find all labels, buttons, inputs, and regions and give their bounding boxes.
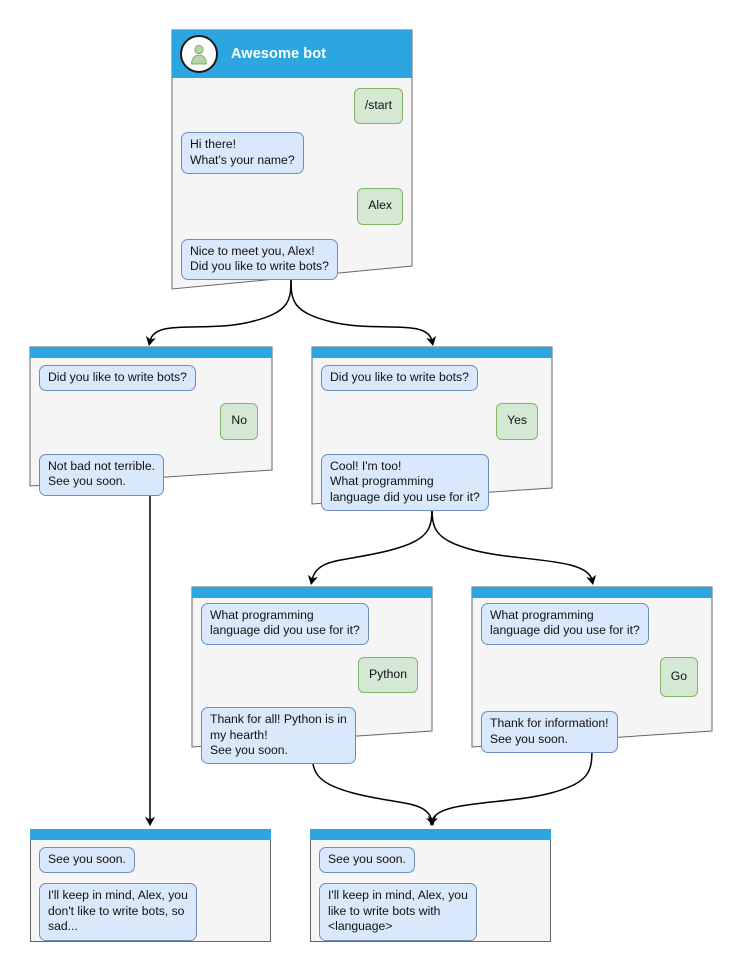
node-header [472, 587, 712, 598]
message-row: Nice to meet you, Alex! Did you like to … [181, 238, 403, 281]
message-row: What programming language did you use fo… [481, 603, 703, 645]
message-row: Go [481, 656, 703, 698]
message-row: Hi there! What's your name? [181, 132, 403, 175]
node-end-happy-messages: See you soon. I'll keep in mind, Alex, y… [310, 840, 551, 947]
node-header [310, 829, 551, 840]
message-row: Python [201, 656, 423, 694]
bot-bubble[interactable]: What programming language did you use fo… [481, 603, 649, 645]
bot-bubble[interactable]: See you soon. [39, 847, 135, 874]
node-go-branch[interactable]: What programming language did you use fo… [471, 586, 713, 754]
bot-bubble[interactable]: Did you like to write bots? [39, 365, 196, 392]
node-yes-branch[interactable]: Did you like to write bots? Yes Cool! I'… [311, 346, 553, 512]
user-bubble[interactable]: No [220, 403, 258, 440]
node-root-messages: /start Hi there! What's your name? Alex … [172, 78, 412, 286]
node-no-branch[interactable]: Did you like to write bots? No Not bad n… [29, 346, 273, 496]
user-bubble[interactable]: /start [353, 88, 403, 125]
bot-bubble[interactable]: I'll keep in mind, Alex, you like to wri… [319, 883, 477, 941]
message-row: See you soon. [319, 847, 542, 874]
node-root[interactable]: Awesome bot /start Hi there! What's your… [171, 29, 413, 290]
message-row: No [39, 403, 263, 440]
message-row: I'll keep in mind, Alex, you like to wri… [319, 883, 542, 941]
bot-bubble[interactable]: Hi there! What's your name? [181, 132, 304, 175]
user-bubble[interactable]: Yes [496, 403, 538, 440]
bot-bubble[interactable]: I'll keep in mind, Alex, you don't like … [39, 883, 197, 941]
node-python-branch[interactable]: What programming language did you use fo… [191, 586, 433, 765]
message-row: /start [181, 88, 403, 125]
message-row: What programming language did you use fo… [201, 603, 423, 645]
user-bubble[interactable]: Python [358, 656, 418, 694]
bot-bubble[interactable]: What programming language did you use fo… [201, 603, 369, 645]
node-header [30, 347, 272, 358]
bot-bubble[interactable]: Thank for all! Python is in my hearth! S… [201, 707, 356, 765]
message-row: Not bad not terrible. See you soon. [39, 453, 263, 496]
person-avatar-icon [180, 35, 218, 73]
message-row: Yes [321, 403, 543, 440]
node-yes-branch-messages: Did you like to write bots? Yes Cool! I'… [312, 358, 552, 517]
message-row: Thank for all! Python is in my hearth! S… [201, 707, 423, 765]
bot-bubble[interactable]: Thank for information! See you soon. [481, 711, 618, 754]
node-end-sad-messages: See you soon. I'll keep in mind, Alex, y… [30, 840, 271, 947]
node-go-branch-messages: What programming language did you use fo… [472, 598, 712, 759]
message-row: Thank for information! See you soon. [481, 711, 703, 754]
bot-title: Awesome bot [231, 46, 327, 62]
node-header [192, 587, 432, 598]
bot-bubble[interactable]: Did you like to write bots? [321, 365, 478, 392]
user-bubble[interactable]: Go [659, 656, 698, 698]
bot-bubble[interactable]: Cool! I'm too! What programming language… [321, 453, 489, 512]
bot-bubble[interactable]: Nice to meet you, Alex! Did you like to … [181, 238, 338, 281]
bot-bubble[interactable]: See you soon. [319, 847, 415, 874]
message-row: Did you like to write bots? [39, 365, 263, 392]
message-row: Alex [181, 188, 403, 225]
message-row: Did you like to write bots? [321, 365, 543, 392]
node-python-branch-messages: What programming language did you use fo… [192, 598, 432, 770]
message-row: See you soon. [39, 847, 262, 874]
node-end-happy[interactable]: See you soon. I'll keep in mind, Alex, y… [310, 829, 551, 942]
node-root-header: Awesome bot [172, 30, 412, 78]
node-no-branch-messages: Did you like to write bots? No Not bad n… [30, 358, 272, 502]
bot-bubble[interactable]: Not bad not terrible. See you soon. [39, 453, 165, 496]
message-row: I'll keep in mind, Alex, you don't like … [39, 883, 262, 941]
node-header [30, 829, 271, 840]
node-header [312, 347, 552, 358]
message-row: Cool! I'm too! What programming language… [321, 453, 543, 512]
user-bubble[interactable]: Alex [357, 188, 403, 225]
node-end-sad[interactable]: See you soon. I'll keep in mind, Alex, y… [30, 829, 271, 942]
